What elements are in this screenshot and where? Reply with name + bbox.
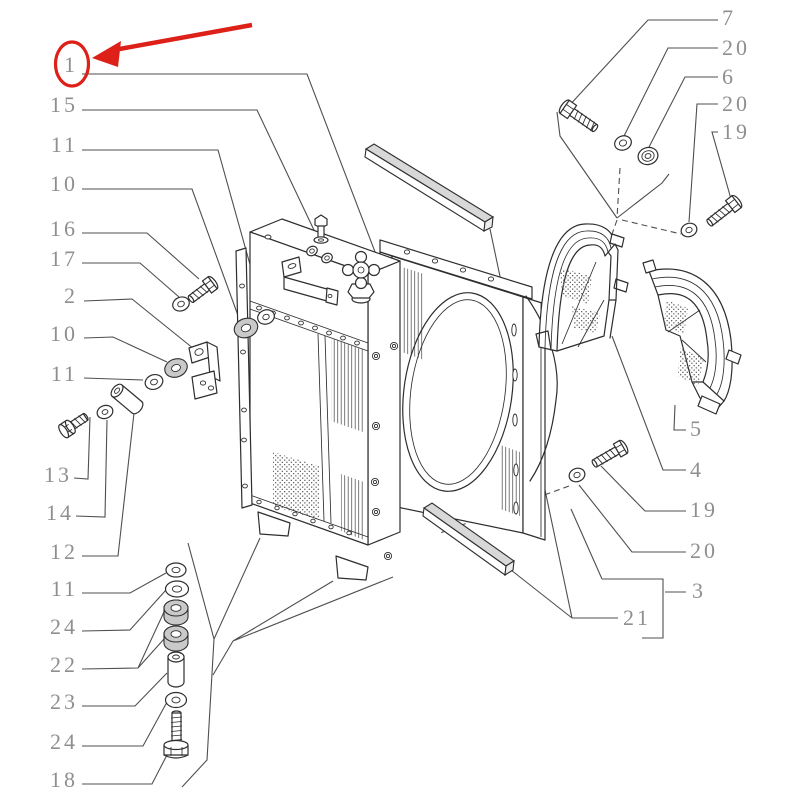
red-arrow-head bbox=[92, 41, 121, 67]
washer-20-c bbox=[568, 467, 586, 483]
bolt-13 bbox=[58, 412, 89, 439]
callout-right-20b: 20 bbox=[722, 91, 750, 116]
callout-left-12: 12 bbox=[50, 539, 78, 564]
radiator bbox=[235, 214, 401, 581]
callout-right-19a: 19 bbox=[722, 119, 750, 144]
radiator-side-face bbox=[367, 260, 401, 546]
radiator-cap bbox=[341, 250, 381, 304]
bolt-19-a bbox=[706, 194, 743, 227]
radiator-side-channel bbox=[235, 247, 253, 509]
bolt-18 bbox=[163, 710, 189, 759]
callout-left-14: 14 bbox=[46, 500, 74, 525]
callout-left-11a: 11 bbox=[51, 132, 78, 157]
bolt-7 bbox=[558, 99, 599, 133]
nut-6 bbox=[637, 146, 659, 166]
callout-left-1: 1 bbox=[64, 52, 78, 77]
spacer-12 bbox=[110, 383, 144, 415]
callout-left-17: 17 bbox=[50, 246, 78, 271]
bolt-16 bbox=[187, 275, 219, 303]
fan-guard-right bbox=[642, 259, 742, 415]
washer-20-a bbox=[614, 135, 632, 151]
callout-right-20c: 20 bbox=[690, 538, 718, 563]
washer-20-b bbox=[680, 222, 698, 238]
radiator-top-stud bbox=[313, 214, 329, 244]
callout-left-24b: 24 bbox=[50, 729, 78, 754]
callout-right-21: 21 bbox=[623, 605, 651, 630]
leader-lines bbox=[73, 19, 732, 788]
shroud-side-face bbox=[522, 296, 546, 541]
washer-stack-bottom bbox=[163, 562, 190, 709]
callout-left-10a: 10 bbox=[50, 171, 78, 196]
callout-right-4: 4 bbox=[690, 457, 704, 482]
callout-left-22: 22 bbox=[50, 652, 78, 677]
radiator-mount-clamp bbox=[281, 256, 339, 306]
callout-left-2: 2 bbox=[64, 283, 78, 308]
red-highlight-annotation bbox=[53, 22, 253, 88]
callout-left-15: 15 bbox=[50, 92, 78, 117]
bushing-upper bbox=[233, 317, 259, 339]
callout-left-24a: 24 bbox=[50, 614, 78, 639]
red-circle bbox=[53, 40, 91, 88]
bracket-2 bbox=[188, 341, 221, 400]
callout-right-5: 5 bbox=[690, 416, 704, 441]
callout-left-10b: 10 bbox=[50, 321, 78, 346]
red-arrow-shaft bbox=[113, 22, 253, 53]
fan-shroud bbox=[379, 239, 558, 541]
washer-upper bbox=[257, 309, 275, 325]
callout-left-18: 18 bbox=[50, 767, 78, 792]
callout-left-11b: 11 bbox=[51, 361, 78, 386]
radiator-hose-ports bbox=[306, 245, 333, 264]
seal-strip-top bbox=[364, 143, 495, 232]
callout-left-16: 16 bbox=[50, 216, 78, 241]
callout-right-6: 6 bbox=[722, 64, 736, 89]
washer-11 bbox=[144, 373, 164, 391]
bolt-19-b bbox=[591, 439, 629, 468]
bushing-10 bbox=[164, 358, 188, 378]
callout-right-3: 3 bbox=[692, 578, 706, 603]
radiator-side-bolts bbox=[370, 341, 399, 561]
washer-17 bbox=[172, 296, 190, 312]
callout-left-23: 23 bbox=[50, 689, 78, 714]
callout-labels: 1 15 11 10 16 17 2 10 11 13 14 12 11 24 … bbox=[44, 5, 750, 792]
fan-guard-left bbox=[535, 223, 629, 352]
washer-14 bbox=[96, 404, 114, 420]
callout-right-19b: 19 bbox=[690, 497, 718, 522]
callout-right-7: 7 bbox=[722, 5, 736, 30]
seal-strip-bottom bbox=[422, 502, 515, 577]
shroud-fan-opening bbox=[402, 292, 514, 492]
callout-right-20a: 20 bbox=[722, 35, 750, 60]
radiator-foot bbox=[335, 555, 369, 581]
callout-left-11c: 11 bbox=[51, 576, 78, 601]
callout-left-13: 13 bbox=[44, 462, 72, 487]
radiator-foot bbox=[257, 511, 291, 537]
